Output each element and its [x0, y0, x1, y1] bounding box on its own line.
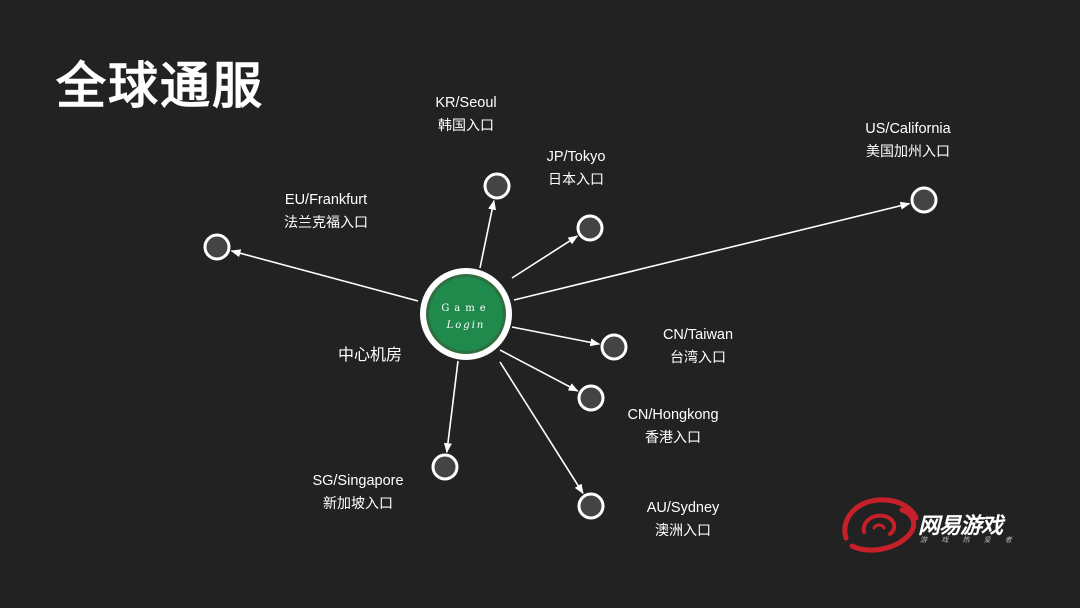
node-hk[interactable] [577, 384, 605, 412]
edge-us [513, 201, 911, 301]
node-label-en-tw: CN/Taiwan [662, 327, 734, 343]
center-node[interactable]: Game Login [420, 268, 512, 360]
node-label-en-sg: SG/Singapore [312, 473, 404, 489]
node-label-sg: SG/Singapore 新加坡入口 [312, 470, 403, 516]
node-label-jp: JP/Tokyo 日本入口 [547, 146, 606, 192]
edge-kr [479, 199, 497, 269]
node-label-us: US/California 美国加州入口 [865, 118, 950, 164]
node-jp[interactable] [576, 214, 604, 242]
brand-name: 网易游戏 [918, 514, 1003, 539]
node-label-en-eu: EU/Frankfurt [284, 192, 368, 208]
node-label-kr: KR/Seoul 韩国入口 [435, 92, 496, 138]
center-node-line2: Login [446, 320, 486, 331]
node-label-en-kr: KR/Seoul [435, 95, 497, 111]
edge-jp [511, 235, 579, 279]
node-label-en-jp: JP/Tokyo [546, 149, 606, 165]
node-label-zh-au: 澳洲入口 [654, 523, 711, 539]
node-label-zh-hk: 香港入口 [644, 430, 701, 446]
node-label-zh-us: 美国加州入口 [865, 144, 950, 160]
center-node-fill [429, 277, 503, 351]
page-title: 全球通服 [56, 57, 264, 115]
center-room-label: 中心机房 [338, 345, 403, 364]
edge-tw [511, 326, 601, 347]
brand-tagline: 游 戏 热 爱 者 [920, 536, 1018, 544]
center-node-line1: Game [441, 303, 490, 314]
edge-eu [230, 249, 419, 302]
node-tw[interactable] [600, 333, 628, 361]
node-us[interactable] [910, 186, 938, 214]
node-label-tw: CN/Taiwan 台湾入口 [663, 324, 733, 370]
node-label-au: AU/Sydney 澳洲入口 [647, 497, 720, 543]
edge-hk [499, 349, 579, 392]
netease-games-logo [842, 497, 919, 553]
node-au[interactable] [577, 492, 605, 520]
node-label-zh-sg: 新加坡入口 [323, 496, 393, 512]
node-label-hk: CN/Hongkong 香港入口 [627, 404, 718, 450]
node-kr[interactable] [483, 172, 511, 200]
node-eu[interactable] [203, 233, 231, 261]
node-label-en-au: AU/Sydney [646, 500, 720, 516]
node-label-eu: EU/Frankfurt 法兰克福入口 [284, 189, 368, 235]
node-label-zh-jp: 日本入口 [548, 172, 604, 188]
edge-sg [443, 360, 459, 454]
node-label-en-hk: CN/Hongkong [627, 407, 719, 423]
node-label-en-us: US/California [865, 121, 951, 137]
node-sg[interactable] [431, 453, 459, 481]
node-label-zh-kr: 韩国入口 [437, 118, 494, 134]
edge-au [499, 361, 584, 495]
node-label-zh-eu: 法兰克福入口 [284, 215, 368, 231]
node-label-zh-tw: 台湾入口 [669, 350, 726, 366]
